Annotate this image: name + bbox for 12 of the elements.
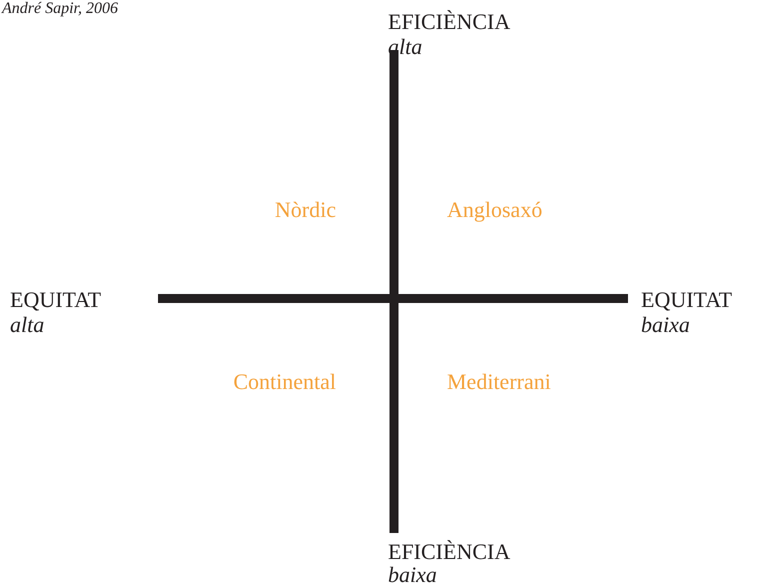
axis-level-label: alta — [10, 313, 44, 337]
axis-level-label: baixa — [641, 313, 690, 337]
quadrant-label: Nòrdic — [274, 198, 336, 222]
quadrant-label: Anglosaxó — [447, 198, 542, 222]
axis-label: EFICIÈNCIA — [388, 540, 510, 564]
axis-label: EFICIÈNCIA — [388, 10, 510, 34]
axis-label: EQUITAT — [641, 288, 732, 312]
quadrant-label: Mediterrani — [447, 370, 551, 394]
quadrant-label: Continental — [233, 370, 336, 394]
axis-label: EQUITAT — [10, 288, 102, 312]
source-citation: André Sapir, 2006 — [2, 0, 118, 18]
axis-level-label: baixa — [388, 563, 437, 587]
